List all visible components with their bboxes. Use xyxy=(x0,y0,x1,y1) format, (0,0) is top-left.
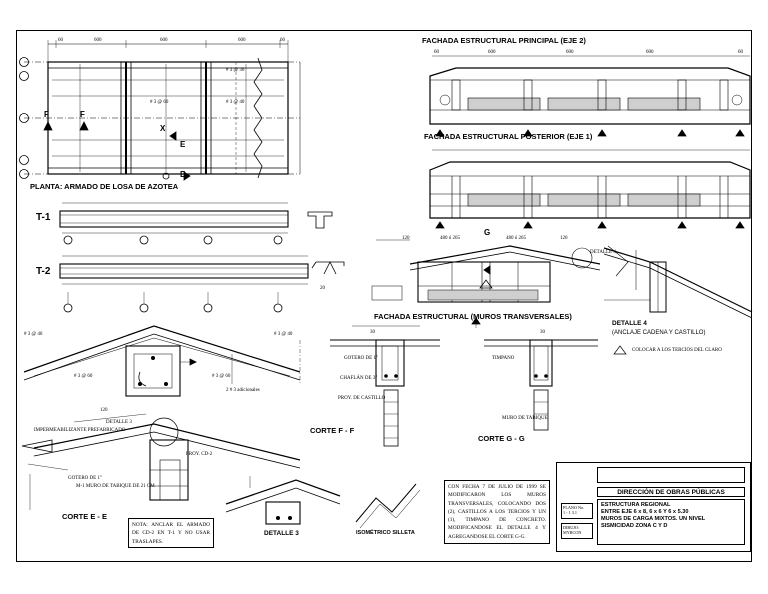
detalle-4-subtitle: (ANCLAJE CADENA Y CASTILLO) xyxy=(612,330,706,336)
plan-dim-3: 600 xyxy=(238,38,246,43)
plano-value: 1 - 1 3.1 xyxy=(563,510,577,515)
beam-elevations xyxy=(59,202,345,313)
rebar-annotation-60: # 3 @ 60 xyxy=(150,100,169,105)
plan-dim-1: 600 xyxy=(94,38,102,43)
section-mark-x: X xyxy=(160,124,166,133)
detalle-3-drawing xyxy=(225,476,341,525)
dibujo-label: DIBUJO: xyxy=(563,525,580,530)
section-mark-e-bottom: E xyxy=(180,170,186,179)
fachada-posterior-title: FACHADA ESTRUCTURAL POSTERIOR (EJE 1) xyxy=(424,132,593,141)
plan-dim-2: 600 xyxy=(160,38,168,43)
title-block-line4: SISMICIDAD ZONA C Y D xyxy=(601,523,668,529)
detalle-4-ref: DETALLE 4 xyxy=(590,250,616,255)
gotero-note-f: GOTERO DE 1" xyxy=(344,356,378,361)
title-block: DIRECCIÓN DE OBRAS PÚBLICAS ESTRUCTURA R… xyxy=(556,462,751,552)
beam-t2-label: T-2 xyxy=(36,266,51,277)
title-block-dibujo: DIBUJO: MYRCON xyxy=(561,523,593,539)
plan-dim-right: 60 xyxy=(280,38,285,43)
section-mark-f-right: F xyxy=(80,110,85,119)
muro-tabique-note: MURO DE TABIQUE xyxy=(502,416,548,421)
fachada-muros-drawing xyxy=(371,239,601,328)
dim-20: 20 xyxy=(320,286,325,291)
muros-dim-2: 480 ó 265 xyxy=(440,236,460,241)
title-block-organization: DIRECCIÓN DE OBRAS PÚBLICAS xyxy=(597,487,745,497)
nota-anclar: NOTA: ANCLAR EL ARMADO DE CD-2 EN T-1 Y … xyxy=(128,518,214,548)
facade-dim-2: 600 xyxy=(566,50,574,55)
corte-f-title: CORTE F - F xyxy=(310,426,355,435)
roof-rebar-60: # 3 @ 60 xyxy=(74,374,93,379)
drawing-sheet xyxy=(16,30,752,562)
roof-rebar-60-right: # 3 @ 60 xyxy=(212,374,231,379)
beam-t1-label: T-1 xyxy=(36,212,51,223)
section-mark-e-top: E xyxy=(180,140,186,149)
facade-dim-right: 60 xyxy=(738,50,743,55)
gotero-note-e: GOTERO DE 1" xyxy=(68,476,102,481)
facade-dim-left: 60 xyxy=(434,50,439,55)
detalle-4-title: DETALLE 4 xyxy=(612,320,647,327)
colocar-tercios-note: COLOCAR A LOS TERCIOS DEL CLARO xyxy=(632,348,722,353)
title-block-line3: MUROS DE CARGA MIXTOS. UN NIVEL xyxy=(601,516,706,522)
detalle-4-drawing xyxy=(603,245,753,319)
section-mark-g: G xyxy=(484,228,491,237)
nota-modificacion: CON FECHA 7 DE JULIO DE 1999 SE MODIFICA… xyxy=(444,480,550,544)
roof-section-view xyxy=(23,325,301,397)
muro-tabique-e-note: M-1 MURO DE TABIQUE DE 21 CM xyxy=(76,484,155,489)
facade-dim-3: 600 xyxy=(646,50,654,55)
dim-30-g: 30 xyxy=(540,330,545,335)
corte-f-drawing xyxy=(330,325,440,447)
muros-dim-4: 120 xyxy=(560,236,568,241)
roof-rebar-40-right: # 3 @ 40 xyxy=(274,332,293,337)
corte-g-drawing xyxy=(484,339,627,431)
roof-rebar-40: # 3 @ 40 xyxy=(24,332,43,337)
plan-dim-left: 60 xyxy=(58,38,63,43)
corte-e-section xyxy=(21,413,301,510)
title-block-logo-area xyxy=(597,467,745,483)
rebar-annotation-30: # 3 @ 30 xyxy=(226,68,245,73)
isometrico-title: ISOMÉTRICO SILLETA xyxy=(356,530,415,536)
title-block-description: ESTRUCTURA REGIONAL ENTRE EJE 6 x 8, 6 x… xyxy=(597,499,745,545)
title-block-line1: ESTRUCTURA REGIONAL xyxy=(601,502,671,508)
proy-cd2-note: PROY. CD-2 xyxy=(186,452,213,457)
fachada-muros-title: FACHADA ESTRUCTURAL (MUROS TRANSVERSALES… xyxy=(374,312,572,321)
corte-e-title: CORTE E - E xyxy=(62,512,108,521)
adicionales-note: 2 # 3 adicionales xyxy=(226,388,260,393)
title-block-line2: ENTRE EJE 6 x 8, 6 x 6 Y 6 x 5.30 xyxy=(601,509,689,515)
timpano-note: TIMPANO xyxy=(492,356,515,361)
fachada-principal-title: FACHADA ESTRUCTURAL PRINCIPAL (EJE 2) xyxy=(422,36,586,45)
dim-120: 120 xyxy=(100,408,108,413)
chaflan-note: CHAFLÁN DE 3" xyxy=(340,376,378,381)
title-block-plano: PLANO No. 1 - 1 3.1 xyxy=(561,503,593,519)
rebar-annotation-40: # 3 @ 40 xyxy=(226,100,245,105)
plano-label: PLANO No. xyxy=(563,505,585,510)
section-mark-f-left: F xyxy=(44,110,49,119)
dim-30-f: 30 xyxy=(370,330,375,335)
detalle-3-title: DETALLE 3 xyxy=(264,530,299,537)
muros-dim-1: 120 xyxy=(402,236,410,241)
detalle-3-ref: DETALLE 3 xyxy=(106,420,132,425)
facade-dim-1: 600 xyxy=(488,50,496,55)
plan-view xyxy=(19,40,301,181)
corte-g-title: CORTE G - G xyxy=(478,434,525,443)
proy-castillo-note: PROY. DE CASTILLO xyxy=(338,396,386,401)
muros-dim-3: 480 ó 265 xyxy=(506,236,526,241)
dibujo-value: MYRCON xyxy=(563,530,582,535)
isometric-silleta-drawing xyxy=(355,483,421,529)
fachada-posterior-drawing xyxy=(429,149,751,229)
impermeabilizante-note: IMPERMEABILIZANTE PREFABRICADO xyxy=(34,428,126,433)
fachada-principal-drawing xyxy=(429,55,751,137)
planta-title: PLANTA: ARMADO DE LOSA DE AZOTEA xyxy=(30,182,179,191)
